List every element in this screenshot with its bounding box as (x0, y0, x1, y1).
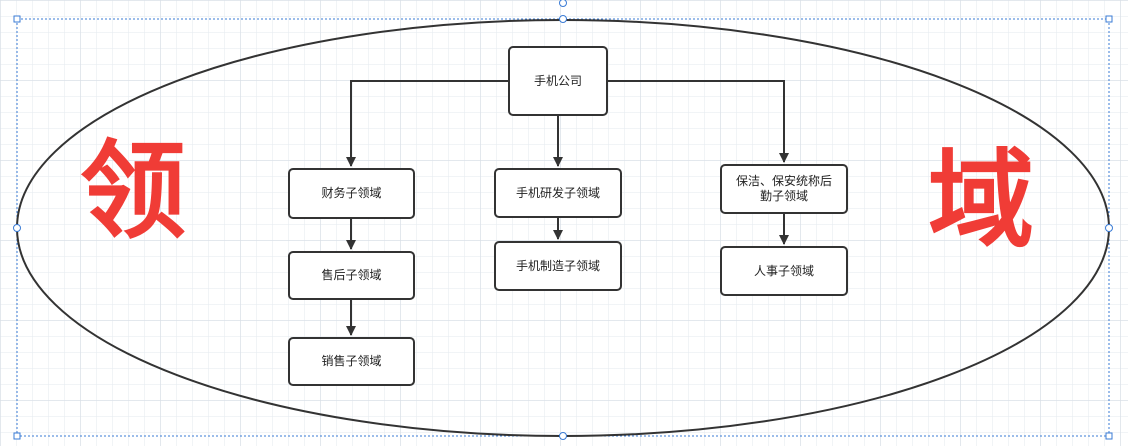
node-sales[interactable]: 销售子领域 (288, 337, 415, 386)
node-root[interactable]: 手机公司 (508, 46, 608, 116)
node-logistics[interactable]: 保洁、保安统称后 勤子领域 (720, 164, 848, 214)
node-finance[interactable]: 财务子领域 (288, 168, 415, 219)
resize-handle-top[interactable] (559, 15, 567, 23)
resize-handle-right[interactable] (1105, 224, 1113, 232)
resize-handle-top-right[interactable] (1105, 15, 1113, 23)
left-domain-label: 领 (80, 130, 186, 253)
resize-handle-bottom-left[interactable] (13, 432, 21, 440)
node-rnd[interactable]: 手机研发子领域 (494, 168, 622, 218)
connector-root-logistics[interactable] (608, 80, 789, 163)
node-after-sales[interactable]: 售后子领域 (288, 251, 415, 300)
resize-handle-left[interactable] (13, 224, 21, 232)
connector-root-finance[interactable] (346, 80, 508, 167)
node-hr[interactable]: 人事子领域 (720, 246, 848, 296)
right-domain-label: 域 (928, 139, 1034, 262)
rotate-handle[interactable] (559, 0, 567, 7)
resize-handle-top-left[interactable] (13, 15, 21, 23)
resize-handle-bottom[interactable] (559, 432, 567, 440)
node-manufacturing[interactable]: 手机制造子领域 (494, 241, 622, 291)
resize-handle-bottom-right[interactable] (1105, 432, 1113, 440)
